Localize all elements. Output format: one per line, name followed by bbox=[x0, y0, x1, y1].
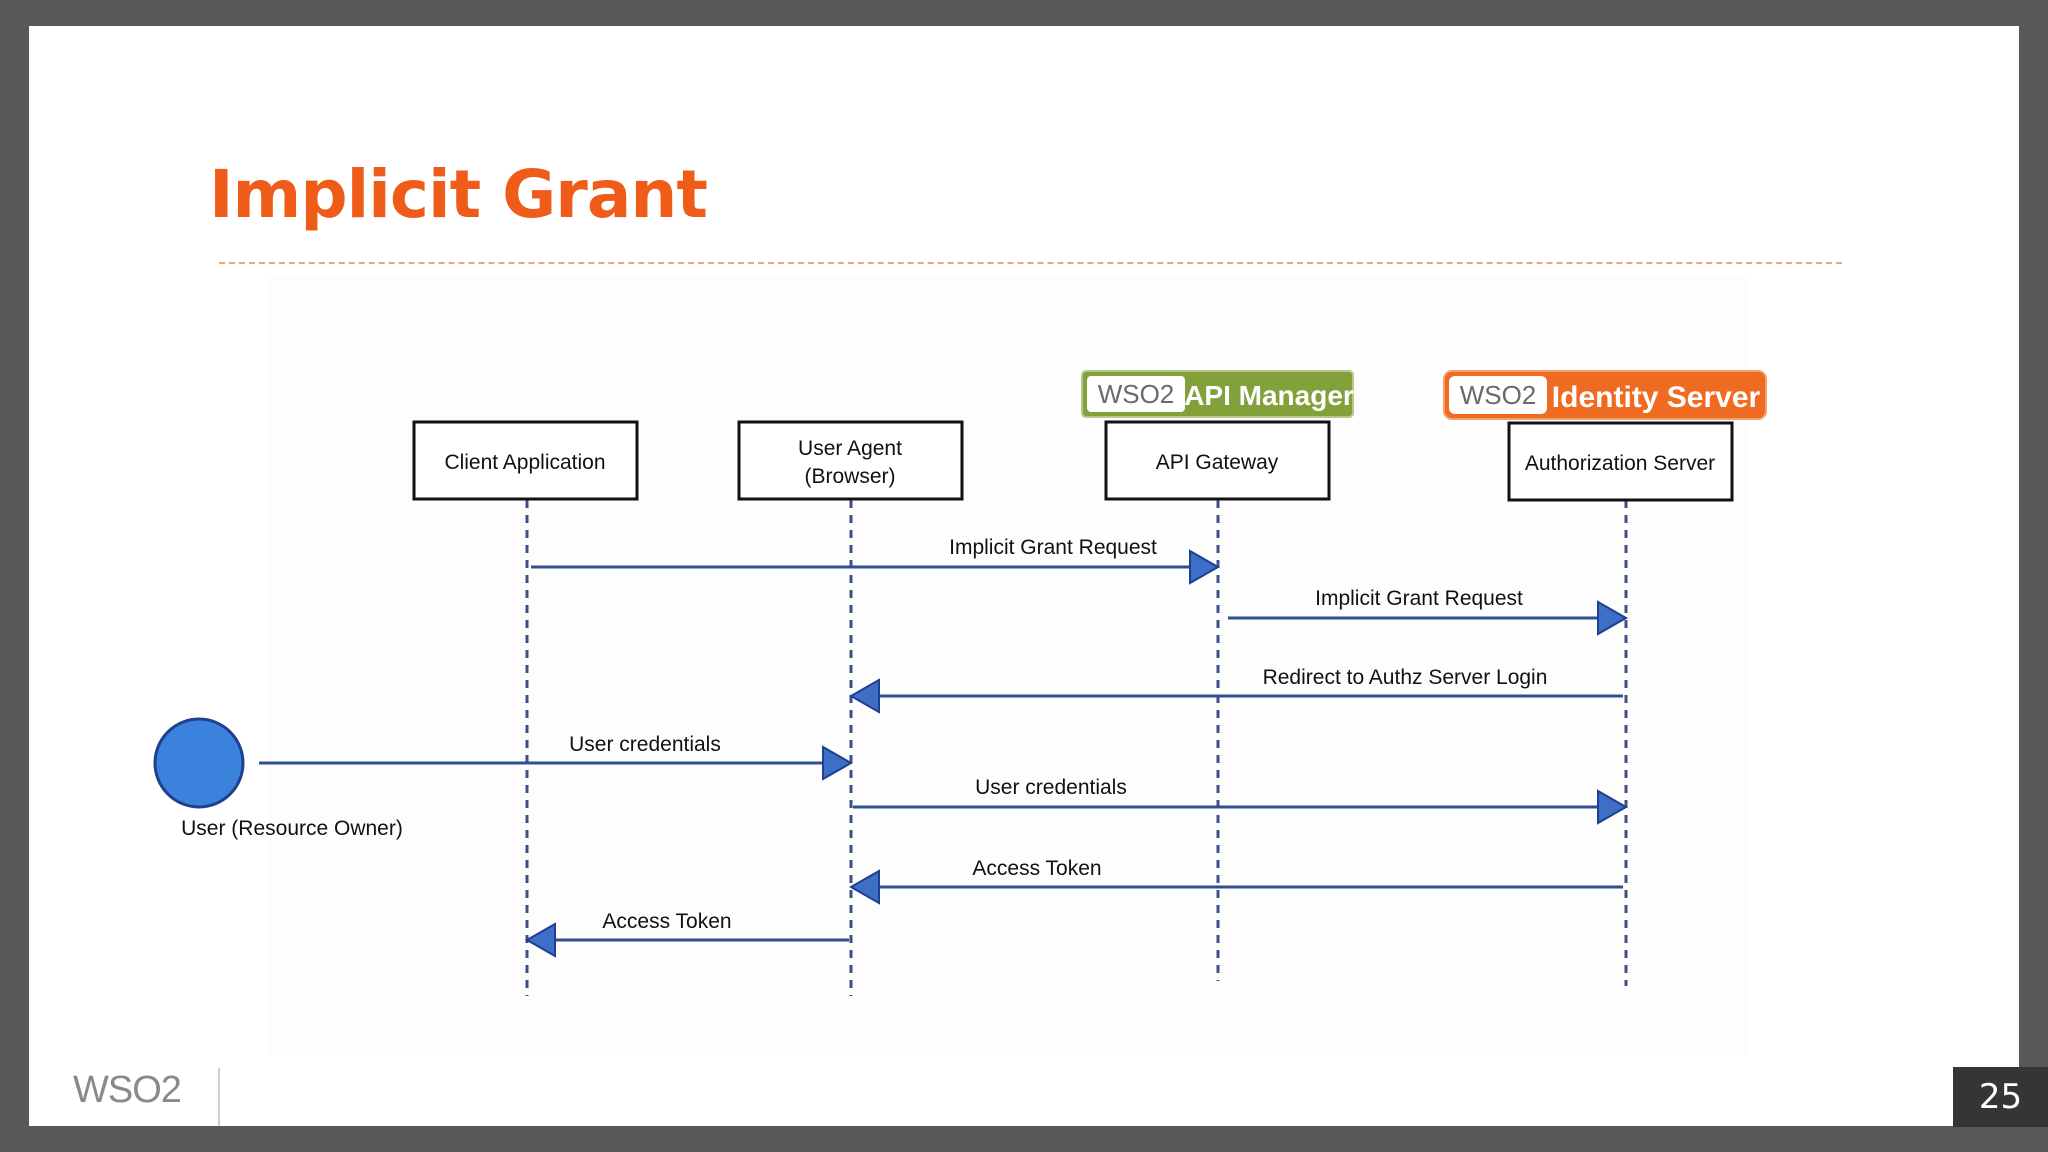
message-user-credentials-1: User credentials bbox=[259, 733, 854, 781]
slide: Implicit Grant WSO2 API Manager WSO2 Ide… bbox=[29, 26, 2019, 1126]
message-redirect-to-login: Redirect to Authz Server Login bbox=[848, 666, 1623, 714]
participant-label: API Gateway bbox=[1156, 451, 1279, 474]
api-manager-logo-text: WSO2 bbox=[1098, 379, 1175, 409]
identity-server-label: Identity Server bbox=[1552, 381, 1761, 414]
api-manager-badge: WSO2 API Manager bbox=[1081, 370, 1354, 418]
participant-authorization-server: Authorization Server bbox=[1507, 421, 1734, 502]
message-implicit-grant-request-1: Implicit Grant Request bbox=[531, 536, 1221, 585]
title-divider bbox=[219, 262, 1842, 264]
participant-user-agent: User Agent (Browser) bbox=[737, 420, 964, 501]
message-label: Access Token bbox=[972, 857, 1101, 880]
message-label: Implicit Grant Request bbox=[949, 536, 1157, 559]
footer-divider bbox=[218, 1068, 220, 1126]
message-access-token-2: Access Token bbox=[524, 910, 849, 958]
participant-client-application: Client Application bbox=[412, 420, 639, 501]
message-label: User credentials bbox=[569, 733, 721, 756]
participant-label-line-2: (Browser) bbox=[804, 465, 895, 488]
page-number: 25 bbox=[1953, 1067, 2048, 1127]
participant-api-gateway: API Gateway bbox=[1104, 420, 1331, 501]
message-label: Access Token bbox=[602, 910, 731, 933]
sequence-diagram: WSO2 API Manager WSO2 Identity Server Cl… bbox=[73, 370, 1767, 1111]
message-user-credentials-2: User credentials bbox=[853, 776, 1629, 825]
participant-label: Authorization Server bbox=[1525, 452, 1715, 475]
user-actor-circle bbox=[153, 717, 245, 809]
slide-title: Implicit Grant bbox=[209, 156, 708, 233]
message-label: Redirect to Authz Server Login bbox=[1263, 666, 1548, 689]
message-label: User credentials bbox=[975, 776, 1127, 799]
message-label: Implicit Grant Request bbox=[1315, 587, 1523, 610]
participant-label: Client Application bbox=[444, 451, 605, 474]
identity-server-logo-text: WSO2 bbox=[1460, 380, 1537, 410]
participant-label: User Agent bbox=[798, 437, 902, 460]
message-access-token-1: Access Token bbox=[848, 857, 1623, 905]
footer-logo: WSO2 bbox=[73, 1069, 181, 1111]
api-manager-label: API Manager bbox=[1184, 380, 1354, 411]
actor-label: User (Resource Owner) bbox=[181, 817, 403, 840]
message-implicit-grant-request-2: Implicit Grant Request bbox=[1228, 587, 1629, 636]
identity-server-badge: WSO2 Identity Server bbox=[1443, 370, 1767, 420]
